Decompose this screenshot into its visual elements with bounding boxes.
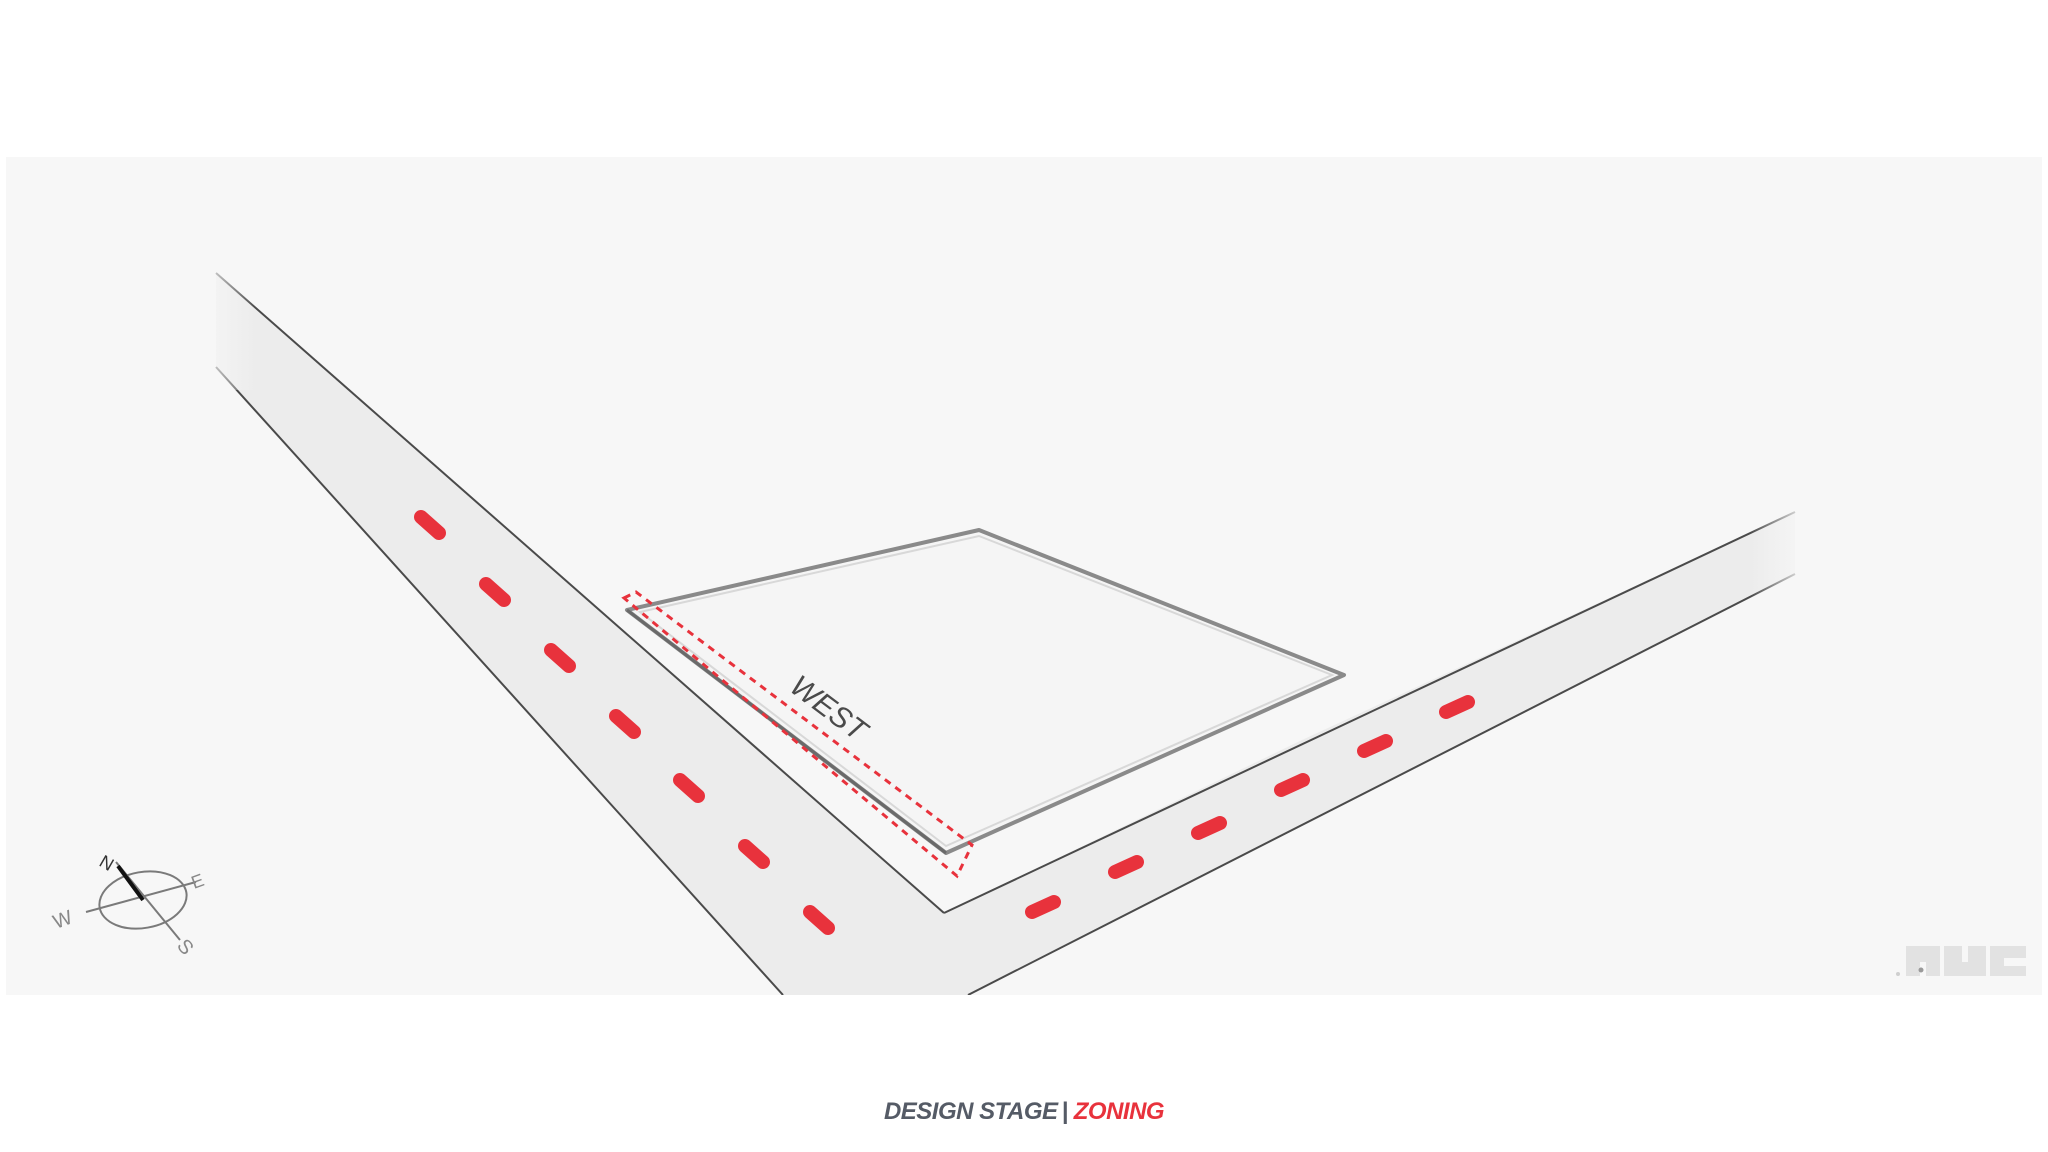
road-edge-south-outer bbox=[943, 511, 1796, 914]
compass-rose bbox=[85, 861, 197, 941]
compass-label-e: E bbox=[189, 870, 207, 893]
road-fade-left bbox=[196, 250, 256, 390]
west-frontage-highlight bbox=[621, 590, 974, 879]
caption-topic: ZONING bbox=[1073, 1098, 1165, 1125]
brand-logo-icon bbox=[1896, 946, 2026, 976]
site-plot-inner-edge bbox=[637, 534, 1335, 848]
compass-north-needle bbox=[116, 864, 145, 902]
lane-markings-south-road bbox=[1025, 695, 1475, 919]
road-edge-west-outer bbox=[215, 272, 945, 914]
compass-label-s: S bbox=[172, 935, 197, 959]
caption-stage: DESIGN STAGE bbox=[883, 1098, 1058, 1125]
lane-markings-west-road bbox=[414, 510, 835, 935]
compass-label-w: W bbox=[50, 907, 75, 934]
road-surface-upper bbox=[216, 273, 1795, 995]
slide-caption: DESIGN STAGE|ZONING bbox=[0, 1098, 2048, 1126]
road-fade-right bbox=[1750, 490, 1810, 600]
road-edge-west-inner bbox=[215, 366, 784, 995]
compass-label-n: N bbox=[96, 851, 117, 875]
caption-separator: | bbox=[1061, 1098, 1069, 1125]
road-edge-south-inner bbox=[967, 573, 1796, 995]
site-plot-west-edge bbox=[626, 608, 947, 855]
